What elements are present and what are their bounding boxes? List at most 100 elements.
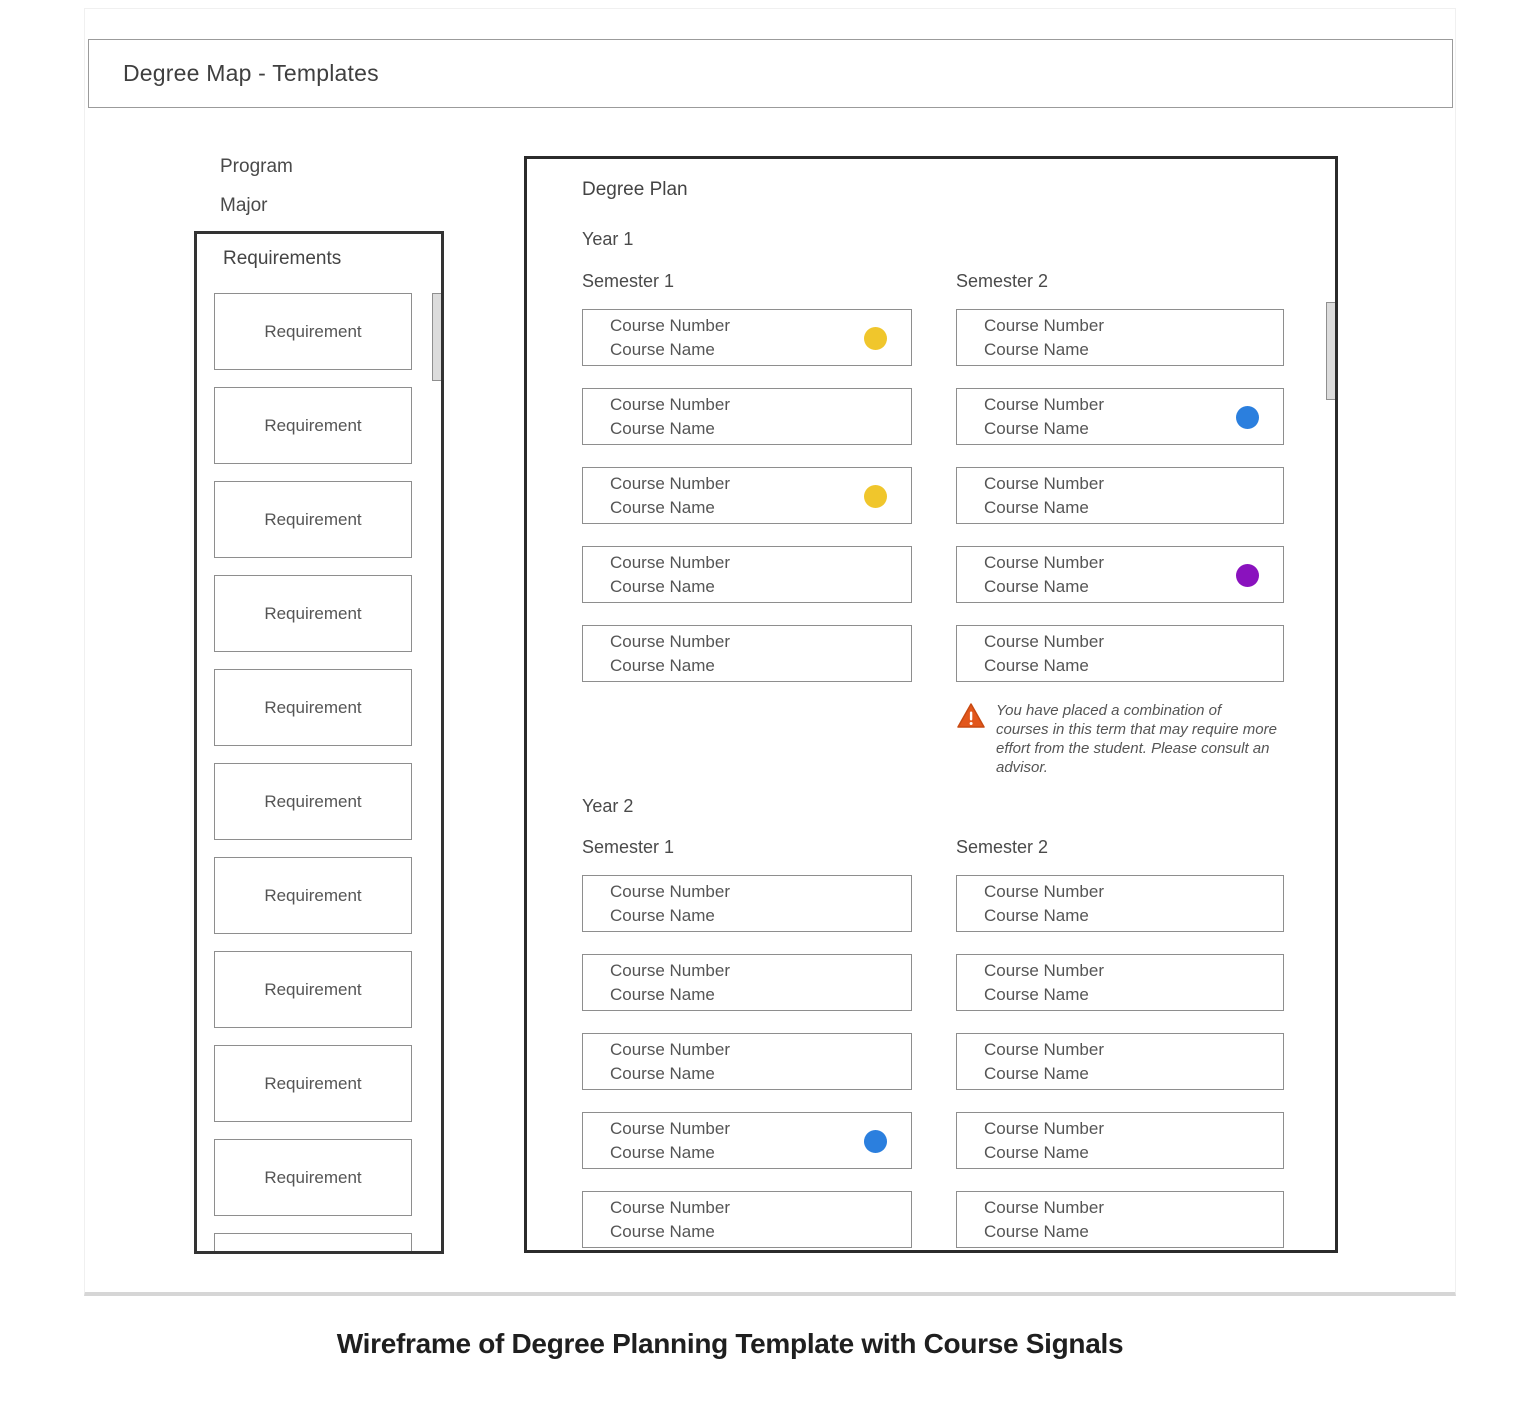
course-name-label: Course Name: [984, 1143, 1089, 1162]
course-name-label: Course Name: [610, 985, 715, 1004]
course-number-label: Course Number: [984, 474, 1104, 493]
course-name-label: Course Name: [984, 577, 1089, 596]
course-name-label: Course Name: [610, 656, 715, 675]
requirement-item[interactable]: Requirement: [214, 575, 412, 652]
signal-dot-blue: [864, 1130, 887, 1153]
signal-dot-yellow: [864, 327, 887, 350]
course-number-label: Course Number: [984, 1040, 1104, 1059]
requirements-scrollbar-thumb[interactable]: [432, 293, 441, 381]
course-number-label: Course Number: [610, 1198, 730, 1217]
requirement-item[interactable]: Requirement: [214, 669, 412, 746]
requirement-item[interactable]: Requirement: [214, 763, 412, 840]
major-label: Major: [220, 195, 268, 216]
figure-caption: Wireframe of Degree Planning Template wi…: [336, 1328, 1124, 1359]
program-label: Program: [220, 156, 293, 177]
requirement-item[interactable]: Requirement: [214, 481, 412, 558]
year-1-label: Year 1: [582, 229, 634, 249]
course-number-label: Course Number: [610, 1040, 730, 1059]
warning-icon: [957, 703, 985, 777]
warning-text: You have placed a combination of courses…: [996, 702, 1277, 776]
course-number-label: Course Number: [984, 882, 1104, 901]
course-number-label: Course Number: [984, 632, 1104, 651]
course-name-label: Course Name: [610, 419, 715, 438]
course-name-label: Course Name: [610, 340, 715, 359]
course-number-label: Course Number: [610, 1119, 730, 1138]
degree-plan-scrollbar-thumb[interactable]: [1326, 302, 1335, 400]
course-number-label: Course Number: [984, 316, 1104, 335]
course-number-label: Course Number: [610, 632, 730, 651]
signal-dot-blue: [1236, 406, 1259, 429]
course-number-label: Course Number: [610, 474, 730, 493]
course-name-label: Course Name: [610, 498, 715, 517]
window-titlebar: Degree Map - Templates: [88, 39, 1453, 108]
year1-semester2-header: Semester 2: [956, 271, 1049, 291]
course-number-label: Course Number: [984, 1198, 1104, 1217]
course-number-label: Course Number: [610, 316, 730, 335]
course-name-label: Course Name: [610, 1064, 715, 1083]
course-number-label: Course Number: [610, 553, 730, 572]
course-number-label: Course Number: [610, 961, 730, 980]
signal-dot-yellow: [864, 485, 887, 508]
year-2-label: Year 2: [582, 796, 634, 816]
year1-semester1-header: Semester 1: [582, 271, 675, 291]
course-load-warning: You have placed a combination of courses…: [957, 701, 1277, 777]
degree-plan-panel: Degree Plan Year 1 Semester 1 Semester 2…: [524, 156, 1338, 1253]
course-name-label: Course Name: [984, 906, 1089, 925]
requirement-item[interactable]: Requirement: [214, 951, 412, 1028]
course-number-label: Course Number: [984, 961, 1104, 980]
course-name-label: Course Name: [610, 577, 715, 596]
course-name-label: Course Name: [984, 340, 1089, 359]
course-number-label: Course Number: [610, 882, 730, 901]
requirement-item[interactable]: Requirement: [214, 1233, 412, 1251]
course-name-label: Course Name: [610, 1143, 715, 1162]
course-number-label: Course Number: [610, 395, 730, 414]
app-window: Degree Map - Templates Program Major Req…: [84, 8, 1456, 1296]
course-name-label: Course Name: [984, 985, 1089, 1004]
course-number-label: Course Number: [984, 1119, 1104, 1138]
signal-dot-purple: [1236, 564, 1259, 587]
course-name-label: Course Name: [984, 498, 1089, 517]
course-number-label: Course Number: [984, 395, 1104, 414]
requirement-item[interactable]: Requirement: [214, 387, 412, 464]
requirement-item[interactable]: Requirement: [214, 857, 412, 934]
course-name-label: Course Name: [984, 419, 1089, 438]
year2-semester1-header: Semester 1: [582, 837, 675, 857]
year2-semester2-header: Semester 2: [956, 837, 1049, 857]
requirements-header: Requirements: [223, 248, 342, 269]
requirement-item[interactable]: Requirement: [214, 1045, 412, 1122]
course-name-label: Course Name: [984, 656, 1089, 675]
course-name-label: Course Name: [610, 1222, 715, 1241]
requirement-item[interactable]: Requirement: [214, 293, 412, 370]
requirement-item[interactable]: Requirement: [214, 1139, 412, 1216]
window-title: Degree Map - Templates: [123, 60, 379, 86]
degree-plan-title: Degree Plan: [582, 179, 688, 200]
course-name-label: Course Name: [984, 1222, 1089, 1241]
